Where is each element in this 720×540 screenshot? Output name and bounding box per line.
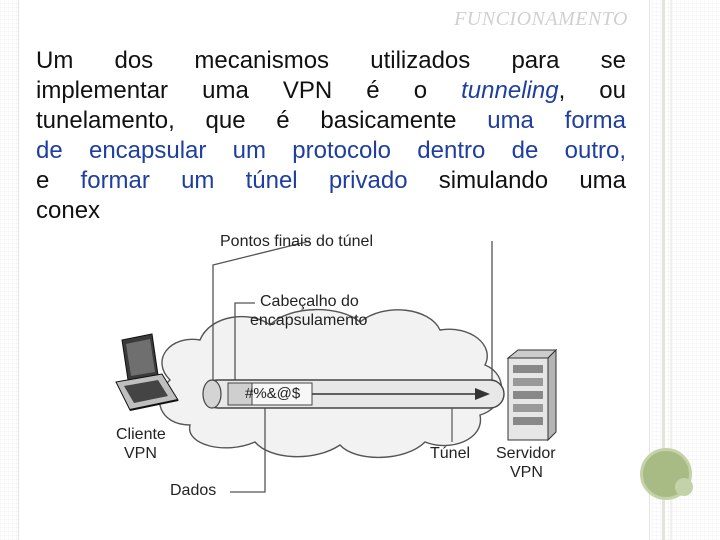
data-pointer xyxy=(230,400,266,493)
body-line-3: tunelamento, que é basicamente uma forma xyxy=(36,106,626,136)
client-label-line2: VPN xyxy=(124,445,157,462)
laptop-icon xyxy=(115,333,179,411)
body-line-4: de encapsular um protocolo dentro de out… xyxy=(36,137,626,164)
endpoints-label: Pontos finais do túnel xyxy=(220,233,373,250)
tunnel-diagram xyxy=(115,240,558,493)
endpoints-bracket xyxy=(212,240,311,390)
server-label-line1: Servidor xyxy=(496,445,556,462)
client-label-line1: Cliente xyxy=(116,426,166,443)
server-label-line2: VPN xyxy=(510,464,543,481)
tunnel-pipe-end xyxy=(202,379,222,409)
slide-title: FUNCIONAMENTO xyxy=(454,8,628,30)
right-rule-secondary xyxy=(670,0,672,540)
encapsulation-header-label-line2: encapsulamento xyxy=(250,312,368,329)
body-text-run: implementar uma VPN é o xyxy=(36,77,462,104)
highlight-phrase: uma forma xyxy=(487,107,626,134)
vpn-tunnel-figure: Pontos finais do túnel Cabeçalho do enca… xyxy=(100,230,566,510)
body-text-run: tunelamento, que é basicamente xyxy=(36,107,488,134)
tunnel-arrowhead xyxy=(475,388,490,400)
encapsulation-header-label-line1: Cabeçalho do xyxy=(260,293,359,310)
body-line-2: implementar uma VPN é o tunneling, ou xyxy=(36,76,626,106)
packet-payload-label: #%&@$ xyxy=(245,385,301,402)
right-rule xyxy=(662,0,665,540)
body-text-run: , ou xyxy=(558,77,626,104)
body-text-run: simulando uma xyxy=(407,167,627,194)
tunneling-term: tunneling xyxy=(461,77,559,104)
data-label: Dados xyxy=(170,482,217,499)
server-icon xyxy=(506,348,558,442)
body-line-1: Um dos mecanismos utilizados para se xyxy=(36,47,626,74)
decor-circle-small xyxy=(675,478,693,496)
highlight-phrase: formar um túnel privado xyxy=(80,167,408,194)
header-pointer xyxy=(234,302,255,392)
body-text-run: e xyxy=(36,167,81,194)
body-paragraph: Um dos mecanismos utilizados para se imp… xyxy=(36,46,626,226)
body-line-5: e formar um túnel privado simulando uma xyxy=(36,166,626,196)
tunnel-label: Túnel xyxy=(430,445,471,462)
body-line-6: conex xyxy=(36,197,101,224)
